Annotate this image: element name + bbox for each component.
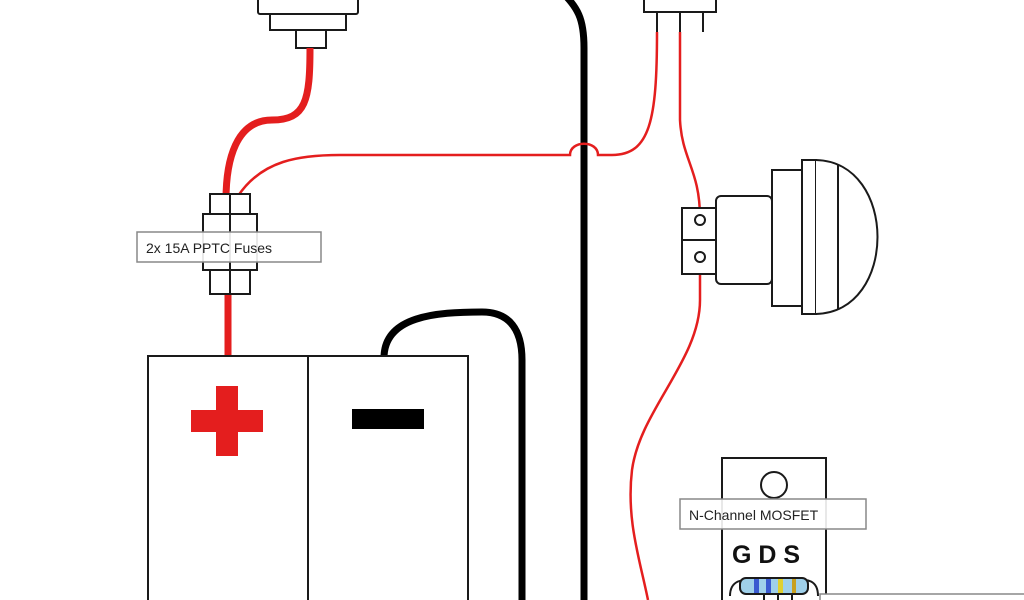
bottom-right-component [819, 593, 1024, 600]
resistor [729, 577, 819, 600]
battery-positive-symbol [191, 386, 263, 456]
mosfet-label: N-Channel MOSFET [689, 507, 819, 523]
fuse-label-box: 2x 15A PPTC Fuses [136, 231, 322, 263]
connector-to-lamp-wire [678, 32, 702, 219]
wire-connector [643, 0, 717, 32]
negative-main-wire [564, 0, 588, 600]
battery [147, 355, 469, 600]
battery-negative-wire [380, 308, 526, 600]
battery-negative-symbol [352, 409, 424, 429]
mosfet-pin-labels: G D S [732, 541, 800, 569]
lamp-to-mosfet-wire [629, 256, 702, 600]
fuse-to-connector-wire [236, 31, 659, 197]
switch-to-fuse-wire [222, 47, 314, 201]
indicator-lamp [681, 159, 879, 315]
mosfet-label-box: N-Channel MOSFET [679, 498, 867, 530]
fuse-label: 2x 15A PPTC Fuses [146, 240, 272, 256]
toggle-switch [257, 0, 359, 49]
